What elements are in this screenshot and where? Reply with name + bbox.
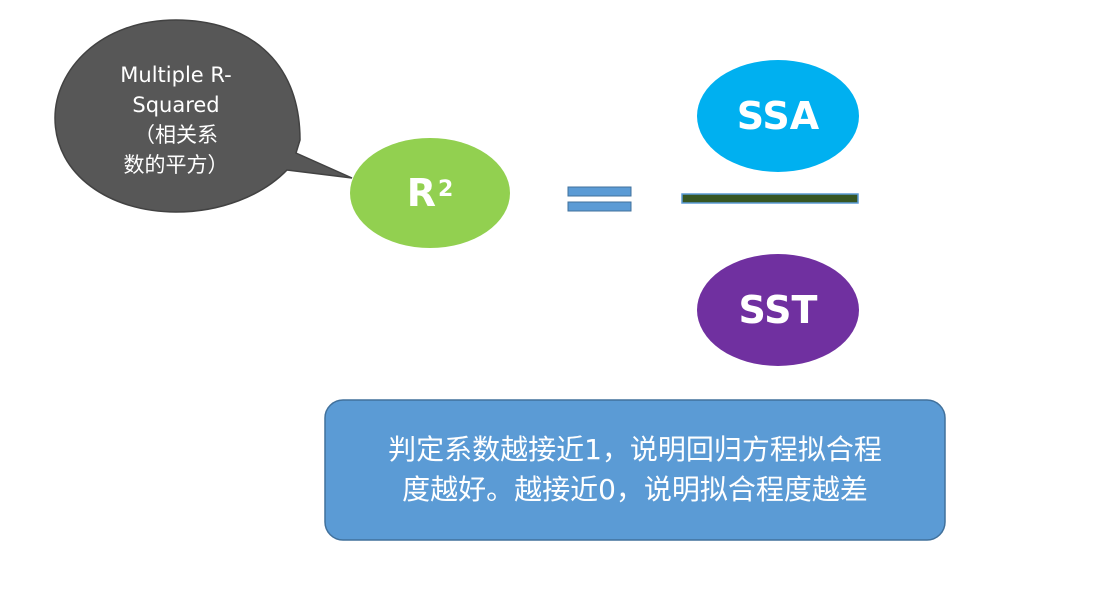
- callout-line: （相关系: [134, 123, 218, 147]
- note-line: 度越好。越接近0，说明拟合程度越差: [402, 473, 868, 506]
- r-squared-base: R: [406, 171, 436, 215]
- note-box-shape: [324, 399, 946, 541]
- callout-bubble: [54, 19, 353, 213]
- callout-line: Squared: [132, 93, 220, 117]
- equals-bar-top: [567, 186, 632, 197]
- fraction-bar: [681, 193, 859, 204]
- callout-line: Multiple R-: [120, 63, 232, 87]
- equals-bar-bottom: [567, 201, 632, 212]
- sst-ellipse: [697, 254, 859, 366]
- ssa-label: SSA: [736, 94, 820, 138]
- ssa-ellipse: [697, 60, 859, 172]
- note-line: 判定系数越接近1，说明回归方程拟合程: [388, 433, 882, 466]
- sst-label: SST: [738, 288, 818, 332]
- note-text: 判定系数越接近1，说明回归方程拟合程 度越好。越接近0，说明拟合程度越差: [325, 400, 945, 540]
- r-squared-ellipse: [350, 138, 510, 248]
- callout-line: 数的平方）: [123, 153, 229, 177]
- r-squared-exponent: 2: [437, 176, 454, 202]
- callout-text: Multiple R- Squared （相关系 数的平方）: [92, 60, 260, 180]
